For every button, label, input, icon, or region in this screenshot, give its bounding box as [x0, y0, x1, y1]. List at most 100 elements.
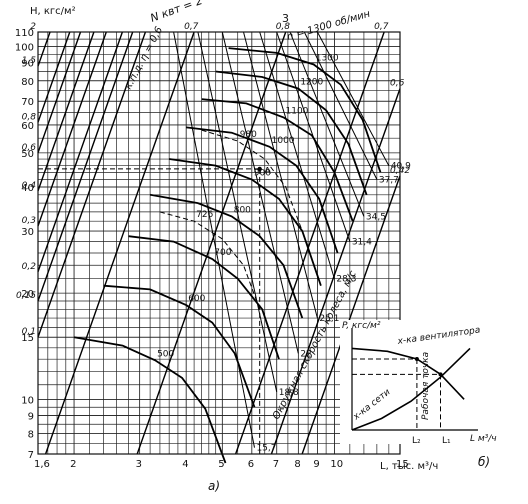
speed-curve-label: 500 [157, 349, 174, 359]
speed-curve-label: 1000 [272, 136, 295, 146]
speed-curve-label: 900 [254, 169, 271, 179]
speed-curve-label: 1300 [316, 53, 339, 63]
speed-top-label: n = 1300 об/мин [286, 8, 372, 43]
x-tick-label: 8 [294, 459, 300, 470]
power-line [37, 31, 134, 302]
inset-panel [340, 320, 480, 444]
y-tick-label: 70 [21, 97, 34, 108]
dashed-curve-label: 726 [196, 210, 213, 220]
tip-speed-label: 40,9 [391, 162, 411, 172]
inset-tick-l2: L₂ [412, 436, 421, 446]
speed-curve [128, 235, 280, 360]
tip-speed-line [303, 31, 378, 180]
power-lines [37, 31, 401, 455]
speed-curve-label: 800 [234, 205, 251, 215]
tip-speed-line [221, 31, 299, 354]
inset-x-label: L м³/ч [470, 434, 497, 444]
plot-frame [37, 31, 401, 455]
power-line-label: 0,4 [22, 181, 37, 191]
tip-speed-label: 34,5 [366, 212, 386, 222]
power-line-label: 0,8 [22, 112, 37, 122]
speed-curve [186, 126, 339, 254]
tip-speed-label: 28,3 [336, 275, 356, 285]
panel-label-b: б) [478, 455, 490, 469]
y-tick-label: 90 [21, 59, 34, 70]
grid [37, 31, 401, 455]
panel-label-a: а) [208, 479, 220, 493]
inset-background [340, 320, 480, 444]
y-tick-label: 40 [21, 183, 34, 194]
x-tick-label: 2 [70, 459, 76, 470]
x-tick-label: 3 [136, 459, 142, 470]
power-line [270, 88, 401, 455]
power-line-label: 0,2 [22, 262, 37, 272]
speed-curve-label: 700 [214, 248, 231, 258]
y-tick-label: 7 [28, 450, 34, 461]
tip-speed-line [289, 31, 365, 217]
tip-speed-line [316, 31, 390, 166]
dashed-curve [159, 211, 261, 310]
y-tick-label: 20 [21, 289, 34, 300]
speed-top-prefix: 3 [282, 12, 289, 25]
tip-speed-line [173, 31, 255, 448]
x-tick-label: 7 [273, 459, 279, 470]
y-tick-label: 15 [21, 333, 34, 344]
power-line-label: 0,7 [184, 22, 199, 32]
y-tick-label: 80 [21, 77, 34, 88]
power-line [37, 31, 107, 227]
power-line [37, 31, 51, 67]
speed-curve-label: 600 [188, 294, 205, 304]
power-line-label: 0,6 [390, 79, 405, 89]
x-tick-label: 9 [313, 459, 319, 470]
power-line-label: 0,6 [22, 143, 37, 153]
x-tick-label: 4 [182, 459, 188, 470]
speed-curve [73, 336, 227, 464]
power-line [37, 31, 82, 154]
power-line [37, 31, 95, 192]
power-line-label: 0,15 [16, 291, 36, 301]
speed-curve-label: 1100 [286, 106, 309, 116]
power-line [44, 31, 195, 455]
tip-speed-label: 15,7 [256, 444, 276, 454]
speed-curve [228, 47, 382, 173]
tip-speed-label: 37,7 [379, 176, 399, 186]
dashed-curve [201, 129, 303, 232]
tip-speed-label: 25,1 [319, 314, 339, 324]
power-line-label: 0,1 [22, 327, 36, 337]
power-line [37, 31, 71, 123]
inset-network-curve [351, 347, 471, 431]
power-line-label: 0,8 [276, 22, 291, 32]
dashed-curve-label: 980 [240, 130, 257, 140]
y-tick-label: 9 [28, 411, 34, 422]
speed-curve [149, 193, 304, 319]
x-tick-label: 6 [248, 459, 254, 470]
power-line [37, 31, 147, 338]
operating-point-label: A [264, 166, 271, 177]
tip-speed-line [243, 31, 318, 319]
power-line [37, 31, 124, 272]
x-axis-label: L, тыс. м³/ч [380, 461, 438, 472]
inset-y-label: P, кгс/м² [342, 321, 381, 331]
tip-speed-label: 18,8 [279, 388, 299, 398]
tip-speed-label: 31,4 [352, 238, 372, 248]
x-tick-label: 10 [330, 459, 343, 470]
y-tick-label: 50 [21, 149, 34, 160]
tip-speed-line [197, 31, 278, 393]
power-line-label: 0,7 [374, 22, 389, 32]
y-axis-label: H, кгс/м² [30, 6, 76, 17]
y-tick-label: 10 [21, 395, 34, 406]
power-line [301, 175, 401, 455]
speed-curve-label: 1200 [300, 78, 323, 88]
x-tick-label: 5 [218, 459, 224, 470]
y-tick-label: 30 [21, 227, 34, 238]
inset-secondary-point [414, 356, 419, 361]
x-tick-label: 15 [396, 459, 409, 470]
inset-tick-l1: L₁ [442, 436, 451, 446]
tip-speed-lines [173, 31, 390, 448]
tip-speed-label: 22 [300, 349, 311, 359]
y-tick-label: 8 [28, 430, 34, 441]
y-tick-label: 100 [15, 43, 34, 54]
power-line [136, 31, 287, 455]
inset-point-label: Рабочая точка [421, 352, 431, 420]
